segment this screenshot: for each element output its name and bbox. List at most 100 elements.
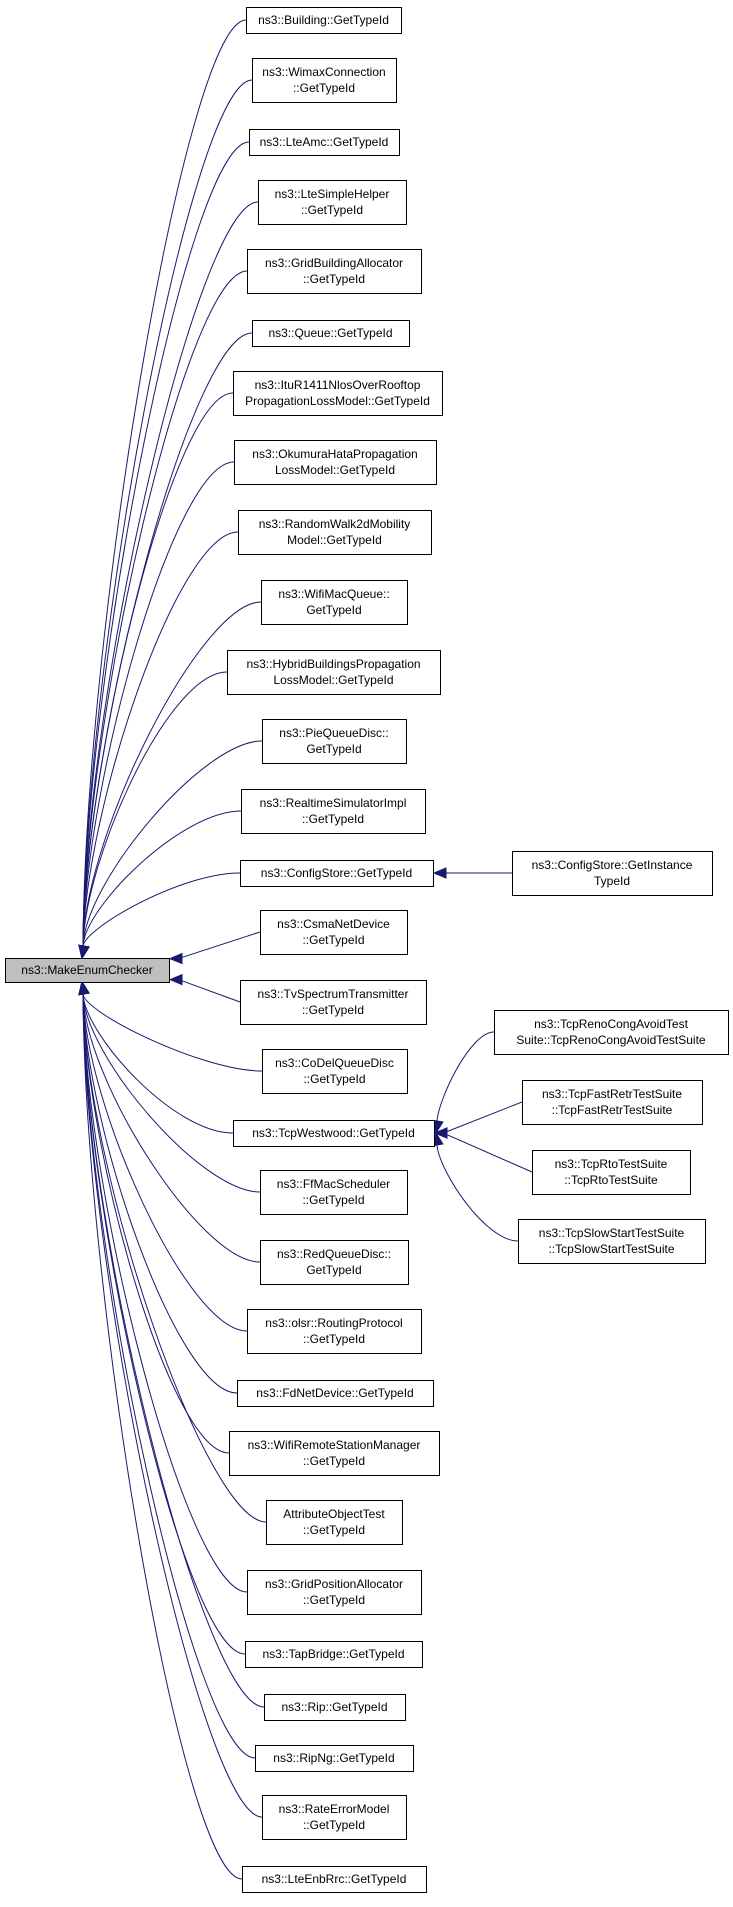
node-ns3-building-gettypeid[interactable]: ns3::Building::GetTypeId	[246, 7, 402, 34]
edge-n6-to-root	[82, 332, 253, 947]
node-label-line: ns3::TvSpectrumTransmitter	[258, 987, 409, 1001]
node-ns3-tvspectrumtransmitter-gettypeid[interactable]: ns3::TvSpectrumTransmitter::GetTypeId	[240, 980, 427, 1025]
node-label-line: LossModel::GetTypeId	[273, 673, 393, 687]
node-ns3-fdnetdevice-gettypeid[interactable]: ns3::FdNetDevice::GetTypeId	[237, 1380, 434, 1407]
arrowhead	[78, 980, 90, 996]
node-label-line: ns3::RateErrorModel	[279, 1802, 390, 1816]
node-label-line: ns3::TcpSlowStartTestSuite	[539, 1226, 685, 1240]
node-box	[238, 510, 432, 555]
edge-n22-to-root	[82, 993, 238, 1394]
arrowhead	[78, 944, 90, 960]
node-box	[234, 440, 437, 485]
node-label-line: ns3::olsr::RoutingProtocol	[265, 1316, 402, 1330]
node-ns3-gridbuildingallocator-gettypeid[interactable]: ns3::GridBuildingAllocator::GetTypeId	[247, 249, 422, 294]
node-ns3-queue-gettypeid[interactable]: ns3::Queue::GetTypeId	[252, 320, 410, 347]
node-ns3-configstore-gettypeid[interactable]: ns3::ConfigStore::GetTypeId	[240, 860, 434, 887]
node-ns3-tcpwestwood-gettypeid[interactable]: ns3::TcpWestwood::GetTypeId	[233, 1120, 435, 1147]
node-ns3-tcprenocongavoidtest-suite-tcprenocongavoidtestsuite[interactable]: ns3::TcpRenoCongAvoidTestSuite::TcpRenoC…	[494, 1010, 729, 1055]
node-ns3-tcprtotestsuite-tcprtotestsuite[interactable]: ns3::TcpRtoTestSuite::TcpRtoTestSuite	[532, 1150, 691, 1195]
edges-layer	[78, 19, 533, 1880]
node-ns3-wimaxconnection-gettypeid[interactable]: ns3::WimaxConnection::GetTypeId	[252, 58, 397, 103]
node-box	[264, 1694, 406, 1721]
node-box	[233, 1120, 435, 1147]
node-label-line: TypeId	[594, 874, 630, 888]
node-box	[261, 580, 408, 625]
node-label-line: ns3::TcpWestwood::GetTypeId	[252, 1126, 415, 1140]
node-label-line: ns3::FfMacScheduler	[277, 1177, 390, 1191]
node-label-line: Suite::TcpRenoCongAvoidTestSuite	[516, 1033, 706, 1047]
node-ns3-tapbridge-gettypeid[interactable]: ns3::TapBridge::GetTypeId	[245, 1641, 423, 1668]
edge-n11-to-root	[82, 671, 228, 947]
node-ns3-ffmacscheduler-gettypeid[interactable]: ns3::FfMacScheduler::GetTypeId	[260, 1170, 408, 1215]
node-label-line: ns3::LteEnbRrc::GetTypeId	[262, 1872, 407, 1886]
node-box	[245, 1641, 423, 1668]
node-ns3-realtimesimulatorimpl-gettypeid[interactable]: ns3::RealtimeSimulatorImpl::GetTypeId	[241, 789, 426, 834]
node-box	[233, 371, 443, 416]
node-label-line: ns3::TapBridge::GetTypeId	[262, 1647, 404, 1661]
node-ns3-rateerrormodel-gettypeid[interactable]: ns3::RateErrorModel::GetTypeId	[262, 1795, 407, 1840]
node-box	[252, 320, 410, 347]
node-ns3-rip-gettypeid[interactable]: ns3::Rip::GetTypeId	[264, 1694, 406, 1721]
node-label-line: LossModel::GetTypeId	[275, 463, 395, 477]
node-ns3-lteenbrrc-gettypeid[interactable]: ns3::LteEnbRrc::GetTypeId	[242, 1866, 427, 1893]
node-box	[262, 1795, 407, 1840]
node-label-line: ::TcpSlowStartTestSuite	[548, 1242, 674, 1256]
node-ns3-olsr-routingprotocol-gettypeid[interactable]: ns3::olsr::RoutingProtocol::GetTypeId	[247, 1309, 422, 1354]
node-label-line: ns3::PieQueueDisc::	[279, 726, 388, 740]
node-ns3-codelqueuedisc-gettypeid[interactable]: ns3::CoDelQueueDisc::GetTypeId	[262, 1049, 408, 1094]
edge-n21-to-root	[82, 993, 248, 1332]
node-box	[260, 910, 408, 955]
node-label-line: ns3::OkumuraHataPropagation	[252, 447, 417, 461]
node-ns3-tcpfastretrtestsuite-tcpfastretrtestsuite[interactable]: ns3::TcpFastRetrTestSuite::TcpFastRetrTe…	[522, 1080, 703, 1125]
node-label-line: ::GetTypeId	[303, 1332, 365, 1346]
node-ns3-lteamc-gettypeid[interactable]: ns3::LteAmc::GetTypeId	[249, 129, 400, 156]
node-ns3-csmanetdevice-gettypeid[interactable]: ns3::CsmaNetDevice::GetTypeId	[260, 910, 408, 955]
node-ns3-wifimacqueue-gettypeid[interactable]: ns3::WifiMacQueue::GetTypeId	[261, 580, 408, 625]
node-label-line: ns3::Queue::GetTypeId	[268, 326, 392, 340]
edge-s3-to-n18	[444, 1101, 523, 1133]
edge-n7-to-root	[82, 392, 234, 947]
edge-s5-to-n18	[436, 1144, 519, 1242]
node-label-line: ::GetTypeId	[303, 1593, 365, 1607]
node-label-line: ns3::WifiMacQueue::	[278, 587, 389, 601]
node-ns3-randomwalk2dmobility-model-gettypeid[interactable]: ns3::RandomWalk2dMobilityModel::GetTypeI…	[238, 510, 432, 555]
node-ns3-hybridbuildingspropagation-lossmodel-gettypeid[interactable]: ns3::HybridBuildingsPropagationLossModel…	[227, 650, 441, 695]
node-label-line: ns3::WifiRemoteStationManager	[248, 1438, 421, 1452]
node-ns3-okumurahatapropagation-lossmodel-gettypeid[interactable]: ns3::OkumuraHataPropagationLossModel::Ge…	[234, 440, 437, 485]
edge-n19-to-root	[82, 993, 261, 1193]
node-label-line: ::GetTypeId	[303, 1072, 365, 1086]
node-label-line: ns3::TcpFastRetrTestSuite	[542, 1087, 682, 1101]
root-node[interactable]: ns3::MakeEnumChecker	[5, 958, 170, 983]
edge-n24-to-root	[82, 993, 267, 1523]
node-label-line: ns3::CoDelQueueDisc	[275, 1056, 394, 1070]
node-label-line: ::GetTypeId	[301, 203, 363, 217]
node-label-line: ::GetTypeId	[293, 81, 355, 95]
edge-n8-to-root	[82, 461, 235, 947]
node-ns3-redqueuedisc-gettypeid[interactable]: ns3::RedQueueDisc::GetTypeId	[260, 1240, 409, 1285]
edge-n13-to-root	[82, 810, 242, 947]
node-box	[241, 789, 426, 834]
node-label-line: ::GetTypeId	[303, 1454, 365, 1468]
node-label-line: ns3::ConfigStore::GetTypeId	[261, 866, 412, 880]
node-ns3-ltesimplehelper-gettypeid[interactable]: ns3::LteSimpleHelper::GetTypeId	[258, 180, 407, 225]
edge-n10-to-root	[82, 601, 262, 947]
node-ns3-itur1411nlosoverrooftop-propagationlossmodel-gettypeid[interactable]: ns3::ItuR1411NlosOverRooftopPropagationL…	[233, 371, 443, 416]
node-ns3-gridpositionallocator-gettypeid[interactable]: ns3::GridPositionAllocator::GetTypeId	[247, 1570, 422, 1615]
node-box	[258, 180, 407, 225]
node-ns3-wifiremotestationmanager-gettypeid[interactable]: ns3::WifiRemoteStationManager::GetTypeId	[229, 1431, 440, 1476]
node-ns3-ripng-gettypeid[interactable]: ns3::RipNg::GetTypeId	[255, 1745, 414, 1772]
node-attributeobjecttest-gettypeid[interactable]: AttributeObjectTest::GetTypeId	[266, 1500, 403, 1545]
node-label-line: ns3::RipNg::GetTypeId	[273, 1751, 394, 1765]
node-box	[247, 249, 422, 294]
arrowhead	[168, 952, 183, 965]
node-box	[512, 851, 713, 896]
node-box	[247, 1570, 422, 1615]
node-box	[260, 1170, 408, 1215]
node-ns3-tcpslowstarttestsuite-tcpslowstarttestsuite[interactable]: ns3::TcpSlowStartTestSuite::TcpSlowStart…	[518, 1219, 706, 1264]
edge-s2-to-n18	[436, 1031, 495, 1122]
node-label-line: AttributeObjectTest	[283, 1507, 385, 1521]
node-box	[242, 1866, 427, 1893]
node-box	[262, 1049, 408, 1094]
node-ns3-piequeuedisc-gettypeid[interactable]: ns3::PieQueueDisc::GetTypeId	[262, 719, 407, 764]
